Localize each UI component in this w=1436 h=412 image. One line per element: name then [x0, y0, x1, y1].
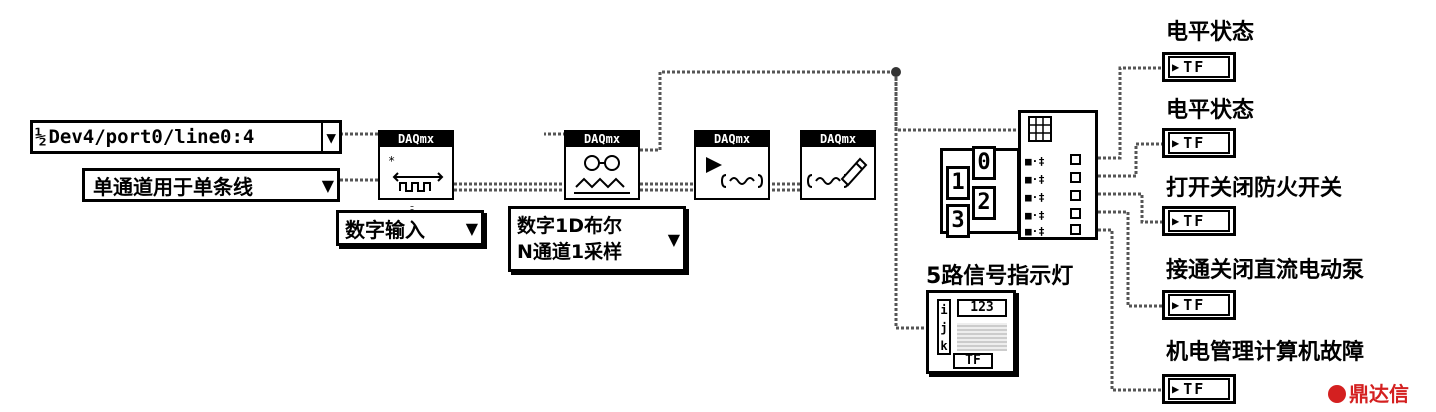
glasses-read-icon [574, 155, 630, 194]
led-label-5: 机电管理计算机故障 [1166, 340, 1365, 365]
daqmx-read-vi[interactable]: DAQmx [564, 130, 640, 200]
measurement-type-value: 数字输入 [345, 217, 425, 242]
svg-text:■·‡: ■·‡ [1025, 155, 1045, 168]
loop-box[interactable]: i j k 123 TF [926, 290, 1016, 374]
triangle-icon: ▶ [1172, 382, 1182, 396]
vi-header: DAQmx [696, 132, 768, 147]
channel-prefix: ½ [35, 126, 47, 148]
svg-text:■·‡: ■·‡ [1025, 191, 1045, 204]
boolean-indicator-4[interactable]: ▶TF [1162, 290, 1236, 320]
boolean-indicator-1[interactable]: ▶TF [1162, 52, 1236, 82]
indicator-group-label: 5路信号指示灯 [926, 264, 1074, 289]
array-constant-0[interactable]: 0 [972, 146, 996, 180]
indicator-text: TF [1183, 296, 1206, 314]
terminal-j: j [940, 321, 948, 335]
array-constant-3[interactable]: 3 [946, 204, 970, 238]
svg-text:■·‡: ■·‡ [1025, 225, 1045, 237]
triangle-icon: ▶ [1172, 298, 1182, 312]
wire-out-2 [1098, 142, 1162, 178]
array-constant-1[interactable]: 1 [946, 166, 970, 200]
terminal-k: k [940, 339, 948, 353]
wire-out-1 [1098, 66, 1162, 160]
wire-data-top [640, 70, 930, 330]
daqmx-create-channel-vi[interactable]: DAQmx * [378, 130, 454, 200]
wire-out-5 [1098, 228, 1162, 392]
array-constant-2[interactable]: 2 [972, 186, 996, 220]
dropdown-arrow-icon[interactable]: ▼ [321, 123, 339, 151]
vi-header: DAQmx [566, 132, 638, 147]
boolean-indicator-5[interactable]: ▶TF [1162, 374, 1236, 404]
indicator-text: TF [1183, 58, 1206, 76]
led-label-4: 接通关闭直流电动泵 [1166, 258, 1365, 283]
svg-text:*: * [388, 154, 395, 168]
logo-mark-icon [1328, 385, 1346, 403]
boolean-indicator-2[interactable]: ▶TF [1162, 128, 1236, 158]
indicator-text: TF [1183, 134, 1206, 152]
loop-count: 123 [957, 299, 1007, 317]
led-label-2: 电平状态 [1166, 98, 1255, 123]
dropdown-arrow-icon[interactable]: ▼ [321, 175, 334, 195]
index-array-icon: ■·‡ ■·‡ ■·‡ ■·‡ ■·‡ [1025, 116, 1081, 238]
daqmx-clear-task-vi[interactable]: DAQmx [800, 130, 876, 200]
read-format-ring[interactable]: 数字1D布尔 N通道1采样 ▼ [508, 206, 686, 272]
loop-footer: TF [953, 353, 993, 369]
play-start-icon [706, 157, 764, 188]
read-format-text: 数字1D布尔 N通道1采样 [517, 213, 622, 265]
dropdown-arrow-icon[interactable]: ▼ [667, 229, 680, 249]
daqmx-start-task-vi[interactable]: DAQmx [694, 130, 770, 200]
wire-out-3 [1098, 192, 1162, 224]
dropdown-arrow-icon[interactable]: ▼ [465, 218, 478, 238]
wire-data-builder [894, 72, 1018, 132]
watermark-text: 鼎达信 [1349, 382, 1409, 406]
loop-content-pattern [957, 323, 1007, 351]
index-array-node[interactable]: ■·‡ ■·‡ ■·‡ ■·‡ ■·‡ [1018, 110, 1098, 240]
wire-junction [891, 67, 901, 77]
svg-text:■·‡: ■·‡ [1025, 173, 1045, 186]
terminal-i: i [940, 303, 948, 317]
triangle-icon: ▶ [1172, 60, 1182, 74]
boolean-indicator-3[interactable]: ▶TF [1162, 206, 1236, 236]
svg-text:■·‡: ■·‡ [1025, 209, 1045, 222]
loop-terminals: i j k [937, 299, 951, 355]
triangle-icon: ▶ [1172, 136, 1182, 150]
digital-input-icon: * [388, 154, 444, 192]
triangle-icon: ▶ [1172, 214, 1182, 228]
read-format-line1: 数字1D布尔 [517, 215, 622, 237]
led-label-3: 打开关闭防火开关 [1166, 176, 1343, 201]
watermark-logo: 鼎达信 [1328, 378, 1409, 407]
channel-value: Dev4/port0/line0:4 [48, 126, 255, 148]
line-grouping-ring[interactable]: 单通道用于单条线 ▼ [82, 168, 340, 202]
indicator-text: TF [1183, 380, 1206, 398]
vi-header: DAQmx [802, 132, 874, 147]
eraser-clear-icon [806, 157, 868, 188]
measurement-type-ring[interactable]: 数字输入 ▼ [336, 210, 484, 246]
line-grouping-value: 单通道用于单条线 [93, 174, 253, 199]
vi-header: DAQmx [380, 132, 452, 147]
read-format-line2: N通道1采样 [517, 241, 623, 263]
indicator-text: TF [1183, 212, 1206, 230]
channel-control[interactable]: ½ Dev4/port0/line0:4 ▼ [30, 120, 342, 154]
led-label-1: 电平状态 [1166, 20, 1255, 45]
wire-out-4 [1098, 210, 1162, 308]
